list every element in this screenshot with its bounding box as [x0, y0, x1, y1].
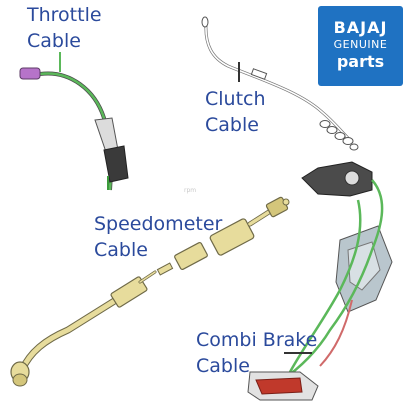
logo-brand: BAJAJ [333, 18, 388, 37]
speedometer-cable-label-line-2: Cable [94, 239, 148, 261]
speedometer-cable-label-line-1: Speedometer [94, 213, 223, 235]
logo-parts: parts [336, 52, 385, 71]
combi-brake-cable-label: Combi Brake Cable [196, 327, 317, 379]
logo-genuine: GENUINE [333, 38, 388, 51]
clutch-cable-label-line-2: Cable [205, 114, 259, 136]
throttle-cable-label-line-2: Cable [27, 30, 81, 52]
throttle-cable-drawing [19, 67, 129, 191]
bajaj-genuine-parts-logo: BAJAJ GENUINE parts [318, 6, 403, 86]
watermark: rpm [184, 187, 197, 194]
clutch-cable-drawing [201, 16, 359, 151]
throttle-cable-label: Throttle Cable [27, 2, 102, 54]
clutch-cable-label-line-1: Clutch [205, 88, 266, 110]
combi-brake-cable-label-line-1: Combi Brake [196, 329, 318, 351]
speedometer-cable-drawing [10, 196, 290, 387]
clutch-cable-label: Clutch Cable [205, 86, 266, 138]
combi-brake-cable-label-line-2: Cable [196, 355, 250, 377]
combi-brake-cable-drawing [247, 161, 393, 401]
speedometer-cable-label: Speedometer Cable [94, 211, 222, 263]
throttle-cable-label-line-1: Throttle [27, 4, 102, 26]
